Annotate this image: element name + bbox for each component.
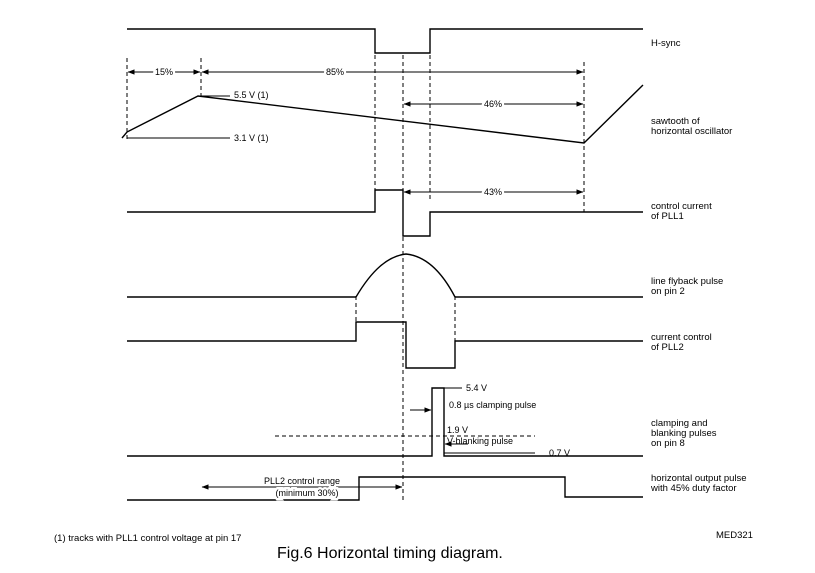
label-31v: 3.1 V (1) [234, 133, 269, 143]
label-flyback-1: line flyback pulse [651, 276, 723, 287]
dimension-arrows [127, 69, 584, 490]
label-clamp-pulse: 0.8 µs clamping pulse [449, 400, 536, 410]
label-clamp-2: blanking pulses [651, 428, 717, 439]
hsync-waveform [127, 28, 643, 54]
label-43pct: 43% [484, 187, 502, 197]
clamp-blank-waveform [127, 387, 643, 457]
label-pll2-1: current control [651, 332, 712, 343]
label-pll2-range-2: (minimum 30%) [275, 488, 338, 498]
label-clamp-3: on pin 8 [651, 438, 685, 449]
reference-lines [126, 55, 585, 500]
signal-labels: H-sync sawtooth of horizontal oscillator… [650, 38, 747, 494]
hout-waveform [127, 476, 643, 501]
label-85pct: 85% [326, 67, 344, 77]
label-pll1-1: control current [651, 201, 712, 212]
label-sawtooth-1: sawtooth of [651, 116, 700, 127]
label-hout-1: horizontal output pulse [651, 473, 747, 484]
label-flyback-2: on pin 2 [651, 286, 685, 297]
label-hsync: H-sync [651, 38, 681, 49]
label-vblank: V-blanking pulse [447, 436, 513, 446]
footnote: (1) tracks with PLL1 control voltage at … [54, 533, 241, 544]
pll1-current-waveform [127, 189, 643, 237]
label-07v: 0.7 V [549, 448, 570, 458]
pll2-control-waveform [127, 321, 643, 369]
figure-ref: MED321 [716, 530, 753, 541]
label-sawtooth-2: horizontal oscillator [651, 126, 732, 137]
label-pll2-range-1: PLL2 control range [264, 476, 340, 486]
label-clamp-1: clamping and [651, 418, 708, 429]
sawtooth-waveform [121, 84, 644, 144]
label-hout-2: with 45% duty factor [650, 483, 737, 494]
label-54v: 5.4 V [466, 383, 487, 393]
label-pll2-2: of PLL2 [651, 342, 684, 353]
figure-caption: Fig.6 Horizontal timing diagram. [277, 545, 503, 562]
label-55v: 5.5 V (1) [234, 90, 269, 100]
label-19v: 1.9 V [447, 425, 468, 435]
label-15pct: 15% [155, 67, 173, 77]
label-46pct: 46% [484, 99, 502, 109]
flyback-waveform [127, 253, 643, 298]
label-pll1-2: of PLL1 [651, 211, 684, 222]
